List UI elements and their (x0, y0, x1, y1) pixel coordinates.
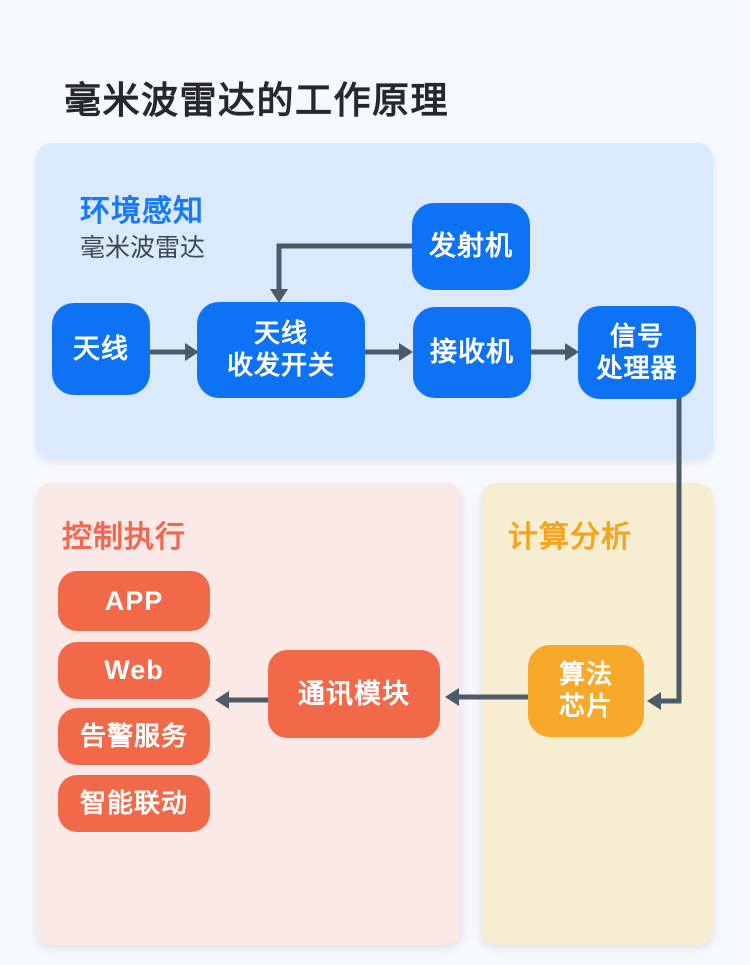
page-title: 毫米波雷达的工作原理 (64, 80, 449, 121)
node-web: Web (58, 642, 210, 699)
node-transmitter: 发射机 (412, 203, 530, 290)
node-label: 告警服务 (79, 720, 188, 751)
node-communication-module: 通讯模块 (268, 650, 440, 738)
panel-environment-perception (36, 143, 713, 458)
node-label-line2: 芯片 (558, 691, 613, 721)
node-label: 天线 (73, 333, 129, 364)
node-label: Web (104, 655, 164, 686)
node-label: 接收机 (430, 337, 514, 368)
node-app: APP (58, 571, 210, 631)
node-signal-processor: 信号 处理器 (578, 306, 696, 399)
node-label-line2: 收发开关 (226, 350, 335, 380)
node-label: 发射机 (429, 231, 513, 262)
node-label-line1: 天线 (253, 318, 308, 349)
node-receiver: 接收机 (413, 307, 531, 398)
node-label-line2: 处理器 (596, 352, 678, 383)
node-label-line1: 算法 (558, 659, 613, 690)
section-title-compute: 计算分析 (508, 521, 632, 554)
node-antenna: 天线 (52, 303, 150, 395)
section-title-control: 控制执行 (62, 521, 186, 554)
node-label: 智能联动 (79, 787, 188, 818)
node-smart-linkage: 智能联动 (58, 775, 210, 832)
node-label: 通讯模块 (298, 678, 410, 709)
node-alert-service: 告警服务 (58, 708, 210, 765)
node-label-line1: 信号 (609, 320, 664, 351)
section-title-perception: 环境感知 (80, 195, 204, 228)
node-antenna-switch: 天线 收发开关 (197, 302, 365, 398)
node-label: APP (104, 585, 164, 616)
section-subtitle-perception: 毫米波雷达 (80, 234, 206, 262)
node-algorithm-chip: 算法 芯片 (528, 645, 644, 737)
